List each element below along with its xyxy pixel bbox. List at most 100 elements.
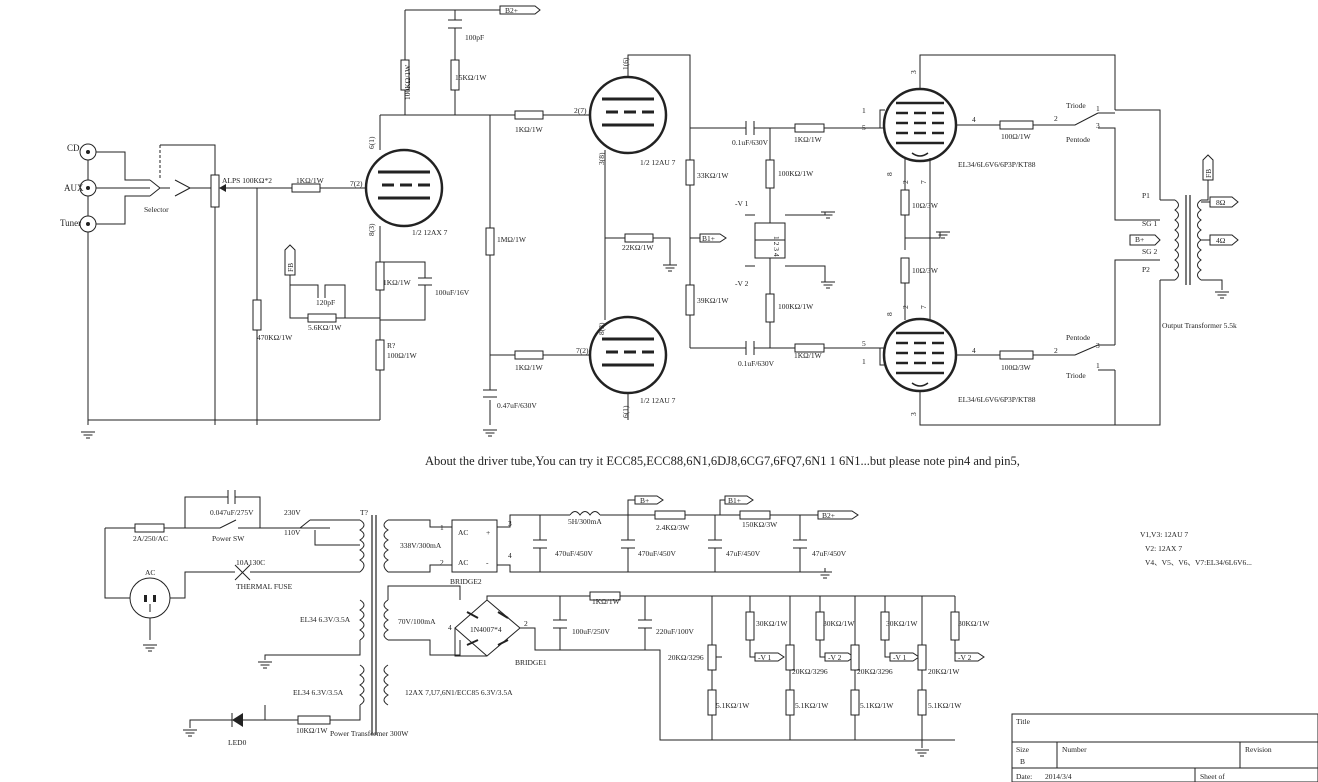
br2-pin3: 3 bbox=[508, 519, 512, 528]
r-b2-ps-label: 150KΩ/3W bbox=[742, 520, 778, 529]
net-fb-left: FB bbox=[286, 263, 295, 272]
r-dn-b: 5.1KΩ/1W bbox=[795, 701, 829, 710]
bias-bot-label: -V 2 bbox=[735, 279, 749, 288]
output-transformer: P1 SG 1 SG 2 P2 B+ Output Transformer 5.… bbox=[1129, 154, 1239, 330]
pin-top-grid: 2(7) bbox=[574, 106, 587, 115]
net-fb-tx: FB bbox=[1204, 169, 1213, 178]
input-cd-label: CD bbox=[67, 143, 80, 153]
trim-a-label: 20KΩ/3296 bbox=[668, 653, 704, 662]
net-b2-top: B2+ bbox=[505, 6, 518, 15]
pin-cath-label: 8(3) bbox=[367, 223, 376, 236]
r-g2-top-label: 100Ω/1W bbox=[1001, 132, 1032, 141]
trim-c-label: 20KΩ/3296 bbox=[857, 667, 893, 676]
r-plate-top-label: 33KΩ/1W bbox=[697, 171, 729, 180]
sheet-label: Sheet of bbox=[1200, 772, 1225, 781]
pentode-top: Pentode bbox=[1066, 135, 1091, 144]
sec-h2-label: EL34 6.3V/3.5A bbox=[293, 688, 344, 697]
t-label: T? bbox=[360, 508, 369, 517]
v5-pin4: 4 bbox=[972, 346, 976, 355]
v4-pin5: 5 bbox=[862, 123, 866, 132]
v4-tube-symbol bbox=[882, 87, 958, 163]
r-q-label: R? bbox=[387, 341, 396, 350]
ic-pins-label: 1 2 3 4 bbox=[772, 236, 781, 257]
bridge1-label: BRIDGE1 bbox=[515, 658, 547, 667]
c2-label: 470uF/450V bbox=[638, 549, 677, 558]
tx-label: Output Transformer 5.5k bbox=[1162, 321, 1237, 330]
v5-tube-label: EL34/6L6V6/6P3P/KT88 bbox=[958, 395, 1036, 404]
tx-p1: P1 bbox=[1142, 191, 1150, 200]
net-b2-ps: B2+ bbox=[822, 511, 835, 520]
bias-supply: 1N4007*4 BRIDGE1 1KΩ/1W 100uF/250V 220uF… bbox=[448, 591, 990, 757]
thermal-label: 10A130C bbox=[236, 558, 265, 567]
r-q-value: 100Ω/1W bbox=[387, 351, 418, 360]
bridge2-ac2: AC bbox=[458, 558, 468, 567]
pentode-bot: Pentode bbox=[1066, 333, 1091, 342]
v4-pin8: 8 bbox=[885, 172, 894, 176]
choke-label: 5H/300mA bbox=[568, 517, 602, 526]
bridge2-minus: - bbox=[486, 558, 489, 567]
output-stage: EL34/6L6V6/6P3P/KT88 1 5 3 4 100Ω/1W Tri… bbox=[862, 54, 1161, 426]
v4-pin1: 1 bbox=[862, 106, 866, 115]
br1-pin2: 2 bbox=[524, 619, 528, 628]
v4-tube-label: EL34/6L6V6/6P3P/KT88 bbox=[958, 160, 1036, 169]
net-b1-ps: B1+ bbox=[728, 496, 741, 505]
thermal-fuse-label: THERMAL FUSE bbox=[236, 582, 293, 591]
v4-pin2: 2 bbox=[901, 180, 910, 184]
bridge2-plus: + bbox=[486, 528, 490, 537]
r-dn-c: 5.1KΩ/1W bbox=[860, 701, 894, 710]
triode-bot: Triode bbox=[1066, 371, 1086, 380]
c3-label: 47uF/450V bbox=[726, 549, 761, 558]
v5-pin2: 2 bbox=[901, 305, 910, 309]
tube-list-1: V1,V3: 12AU 7 bbox=[1140, 530, 1188, 539]
input-jacks: CD AUX Tuner bbox=[60, 143, 150, 439]
pin-bot-cath: 8(3) bbox=[597, 322, 606, 335]
number-label: Number bbox=[1062, 745, 1087, 754]
r-dn-a: 5.1KΩ/1W bbox=[716, 701, 750, 710]
v5-pin7: 7 bbox=[919, 305, 928, 309]
triode-top: Triode bbox=[1066, 101, 1086, 110]
sec-hv-label: 338V/300mA bbox=[400, 541, 442, 550]
power-transformer: T? 338V/300mA 70V/100mA EL34 6.3V/3.5A E… bbox=[182, 508, 513, 747]
trim-d-label: 20KΩ/1W bbox=[928, 667, 960, 676]
v3-phase-splitter: 1MΩ/1W 0.47uF/630V 1KΩ/1W 2(7) 1/2 12AU … bbox=[482, 54, 740, 437]
r-plate-bot-label: 39KΩ/1W bbox=[697, 296, 729, 305]
c-fb-label: 120pF bbox=[316, 298, 335, 307]
size-label: Size bbox=[1016, 745, 1030, 754]
v5-tube-symbol bbox=[882, 317, 958, 393]
v3b-tube-label: 1/2 12AU 7 bbox=[640, 396, 676, 405]
r-dn-d: 5.1KΩ/1W bbox=[928, 701, 962, 710]
date-label: Date: bbox=[1016, 772, 1032, 781]
power-sw-label: Power SW bbox=[212, 534, 245, 543]
bridge2-ac1: AC bbox=[458, 528, 468, 537]
v3a-tube-label: 1/2 12AU 7 bbox=[640, 158, 676, 167]
hv-supply: AC AC + - BRIDGE2 5H/300mA 2.4KΩ/3W 150K… bbox=[440, 495, 859, 586]
r-cath-top-label: 10Ω/3W bbox=[912, 201, 939, 210]
v3a-tube-symbol bbox=[588, 75, 668, 155]
r-bias-top-label: 100KΩ/1W bbox=[778, 169, 814, 178]
title-label: Title bbox=[1016, 717, 1031, 726]
r-bias-label: 1MΩ/1W bbox=[497, 235, 527, 244]
r-grid-label: 1KΩ/1W bbox=[296, 176, 325, 185]
title-block: Title Size B Number Revision Date: 2014/… bbox=[1011, 713, 1318, 782]
trim-b-label: 20KΩ/3296 bbox=[792, 667, 828, 676]
c-bot-label: 0.1uF/630V bbox=[738, 359, 775, 368]
r-up-a: 30KΩ/1W bbox=[756, 619, 788, 628]
pin-top-cath: 3(8) bbox=[597, 152, 606, 165]
r-g2-bot-label: 100Ω/3W bbox=[1001, 363, 1032, 372]
v230-label: 230V bbox=[284, 508, 301, 517]
v5-pin8: 8 bbox=[885, 312, 894, 316]
v1-tube-label: 1/2 12AX 7 bbox=[412, 228, 448, 237]
r-cathode-label: 1KΩ/1W bbox=[383, 278, 412, 287]
r-bias-bot-label: 100KΩ/1W bbox=[778, 302, 814, 311]
selector-label: Selector bbox=[144, 205, 169, 214]
r-up-b: 30KΩ/1W bbox=[823, 619, 855, 628]
v1-input-stage: 1KΩ/1W 7(2) 470KΩ/1W 1/2 12AX 7 6(1) 8(3… bbox=[88, 5, 541, 425]
r-grid-bot-label: 1KΩ/1W bbox=[515, 363, 544, 372]
input-tuner-label: Tuner bbox=[60, 218, 81, 228]
c-n1-label: 100uF/250V bbox=[572, 627, 611, 636]
pt-label: Power Transformer 300W bbox=[330, 729, 409, 738]
r-b2-label: 15KΩ/1W bbox=[455, 73, 487, 82]
c4-label: 47uF/450V bbox=[812, 549, 847, 558]
mains-input: 2A/250/AC 0.047uF/275V Power SW 230V 110… bbox=[104, 490, 360, 652]
